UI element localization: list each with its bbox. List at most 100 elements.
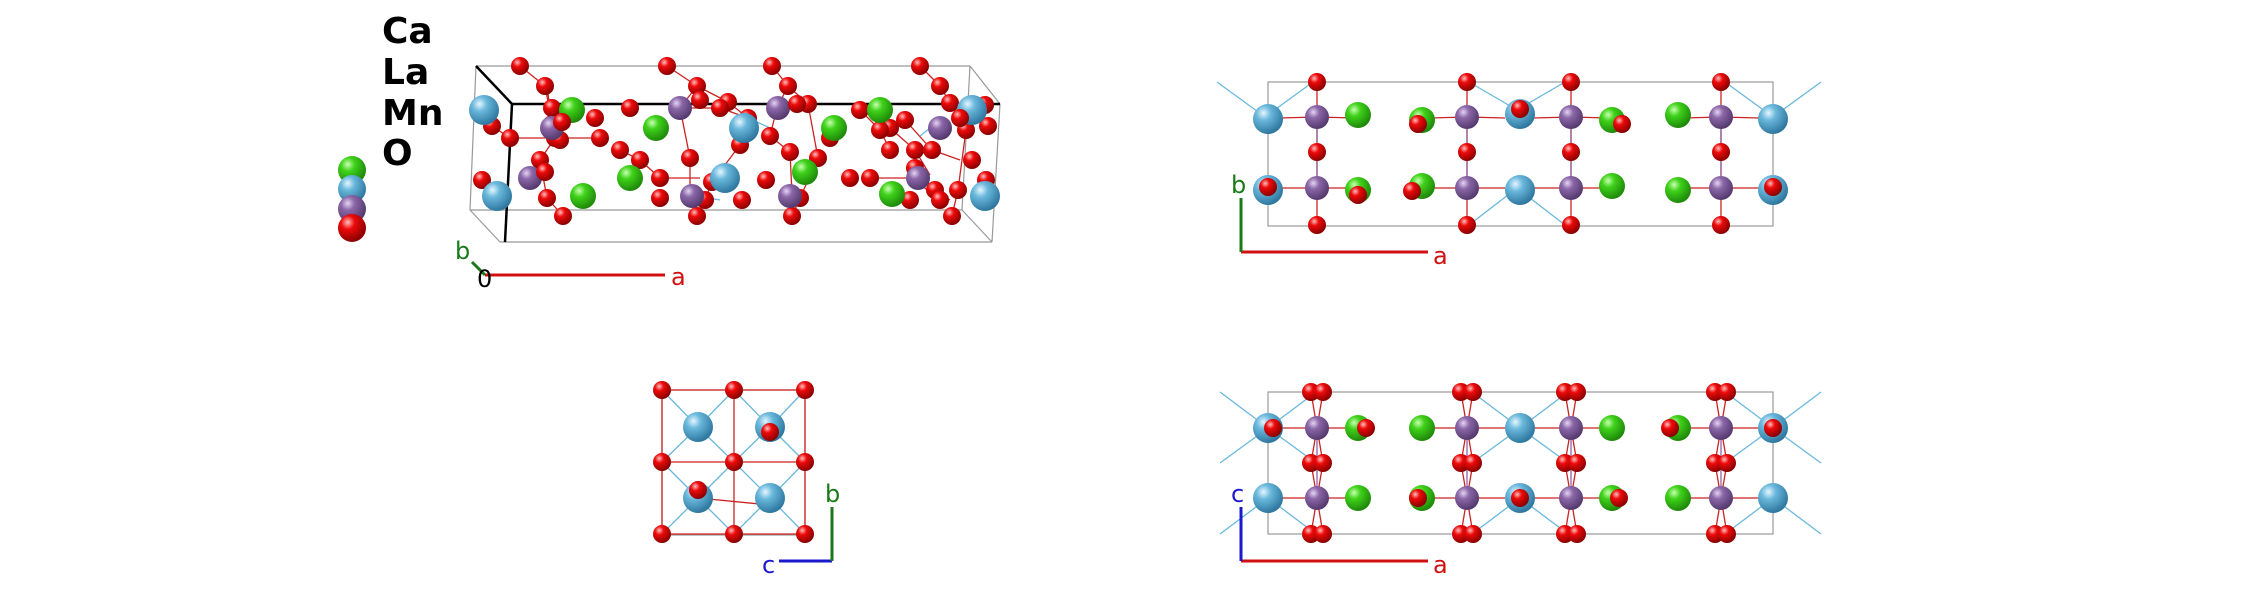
o-atom	[1409, 489, 1427, 507]
cb-projection-view: b c	[653, 381, 840, 579]
unit-cell-frame	[1267, 81, 1774, 227]
origin-label: 0	[477, 265, 492, 293]
mn-atom	[1305, 486, 1329, 510]
o-atom	[1661, 419, 1679, 437]
mn-atom	[1559, 486, 1583, 510]
o-atom	[1314, 454, 1332, 472]
mn-atom	[1455, 486, 1479, 510]
la-atom	[1505, 175, 1535, 205]
o-atom	[779, 77, 797, 95]
c-axis-label: c	[762, 551, 775, 579]
la-atom	[970, 181, 1000, 211]
o-atom	[554, 207, 572, 225]
atoms	[469, 57, 1000, 225]
o-atom	[1718, 383, 1736, 401]
mn-atom	[778, 184, 802, 208]
o-atom	[586, 109, 604, 127]
o-atom	[841, 169, 859, 187]
o-atom	[1458, 216, 1476, 234]
o-atom	[923, 141, 941, 159]
bond	[957, 129, 967, 191]
mn-atom	[1709, 486, 1733, 510]
ab-projection-view: b a	[1216, 73, 1822, 270]
la-atom	[710, 163, 740, 193]
mn-atom	[1559, 416, 1583, 440]
o-atom	[725, 525, 743, 543]
o-atom	[1464, 383, 1482, 401]
o-atom	[653, 381, 671, 399]
mn-atom	[1559, 105, 1583, 129]
o-atom	[658, 57, 676, 75]
legend-label-la: La	[382, 52, 429, 93]
o-atom	[1610, 489, 1628, 507]
o-atom	[911, 57, 929, 75]
o-atom	[1357, 419, 1375, 437]
mn-atom	[1305, 416, 1329, 440]
o-atom	[931, 77, 949, 95]
o-atom	[1464, 525, 1482, 543]
o-atom	[949, 181, 967, 199]
o-atom	[651, 189, 669, 207]
o-atom	[1314, 525, 1332, 543]
o-atom	[979, 117, 997, 135]
mn-atom	[1559, 176, 1583, 200]
o-atom	[611, 141, 629, 159]
o-atom	[1458, 73, 1476, 91]
la-atom	[469, 95, 499, 125]
o-atom	[711, 99, 729, 117]
axis-triad: b 0 a	[455, 237, 686, 293]
atoms	[1253, 73, 1788, 234]
ca-atom	[643, 115, 669, 141]
o-atom	[851, 101, 869, 119]
o-atom	[473, 171, 491, 189]
o-atom	[761, 127, 779, 145]
ca-atom	[879, 181, 905, 207]
o-atom	[553, 113, 571, 131]
o-atom	[1712, 216, 1730, 234]
o-atom	[1308, 73, 1326, 91]
o-atom	[691, 91, 709, 109]
axis-triad: c a	[1231, 480, 1448, 579]
o-atom	[725, 453, 743, 471]
ca-atom	[1665, 102, 1691, 128]
legend-label-ca: Ca	[382, 11, 433, 52]
o-atom	[536, 77, 554, 95]
b-axis-label: b	[455, 237, 470, 265]
mn-atom	[1709, 416, 1733, 440]
o-atom	[951, 109, 969, 127]
o-atom	[1349, 186, 1367, 204]
o-atom	[761, 423, 779, 441]
o-atom	[1511, 100, 1529, 118]
o-atom	[931, 191, 949, 209]
o-atom	[1568, 525, 1586, 543]
o-atom	[941, 94, 959, 112]
ca-atom	[1665, 177, 1691, 203]
ca-atom	[1665, 485, 1691, 511]
mn-atom	[1709, 105, 1733, 129]
o-atom	[511, 57, 529, 75]
mn-atom	[1455, 105, 1479, 129]
o-atom	[536, 163, 554, 181]
ca-atom	[1345, 485, 1371, 511]
la-atom	[1253, 104, 1283, 134]
mn-atom	[1305, 105, 1329, 129]
ac-projection-view: c a	[1219, 383, 1822, 579]
o-atom	[631, 151, 649, 169]
o-atom	[1718, 454, 1736, 472]
o-atom	[861, 169, 879, 187]
o-atom	[1458, 143, 1476, 161]
o-atom	[501, 129, 519, 147]
la-atom	[683, 412, 713, 442]
o-atom	[1308, 143, 1326, 161]
axis-triad: b c	[762, 480, 840, 579]
b-axis-label: b	[825, 480, 840, 508]
o-atom	[651, 169, 669, 187]
o-atom	[1764, 178, 1782, 196]
unit-cell-frame	[469, 65, 1001, 243]
ca-atom	[570, 183, 596, 209]
la-atom	[729, 113, 759, 143]
legend-label-o: O	[382, 133, 413, 174]
c-axis-label: c	[1231, 480, 1244, 508]
o-atom	[796, 381, 814, 399]
